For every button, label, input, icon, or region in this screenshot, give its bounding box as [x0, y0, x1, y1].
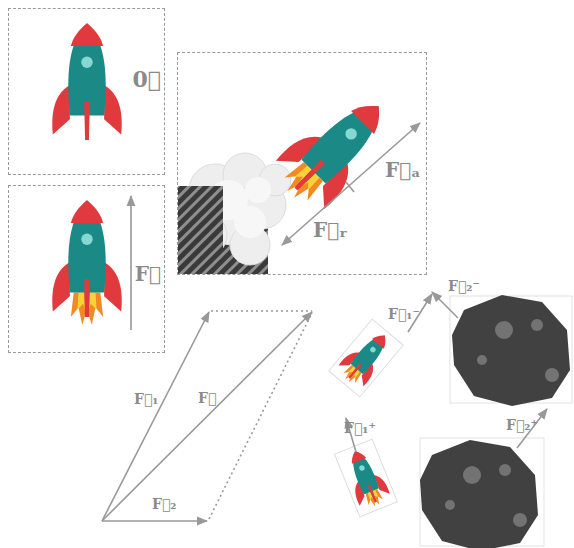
vector-label: 0⃗: [132, 67, 161, 91]
vector-label: F⃗: [135, 263, 161, 285]
vector-label: F⃗₁: [134, 392, 158, 407]
vector-label: F⃗₁⁻: [388, 307, 420, 322]
vector-label: F⃗₂⁺: [506, 418, 538, 433]
vector-label: F⃗₁⁺: [344, 421, 376, 436]
vector-label: F⃗: [198, 391, 216, 406]
vector-label: F⃗₂⁻: [448, 279, 480, 294]
vector-label: F⃗ᵣ: [313, 219, 347, 241]
dashed-panel: F⃗: [8, 185, 165, 353]
vector-label: F⃗₂: [152, 497, 176, 512]
dashed-panel: F⃗ₐF⃗ᵣ: [177, 52, 427, 275]
dashed-panel: 0⃗: [8, 8, 165, 175]
vector-label: F⃗ₐ: [385, 159, 421, 181]
